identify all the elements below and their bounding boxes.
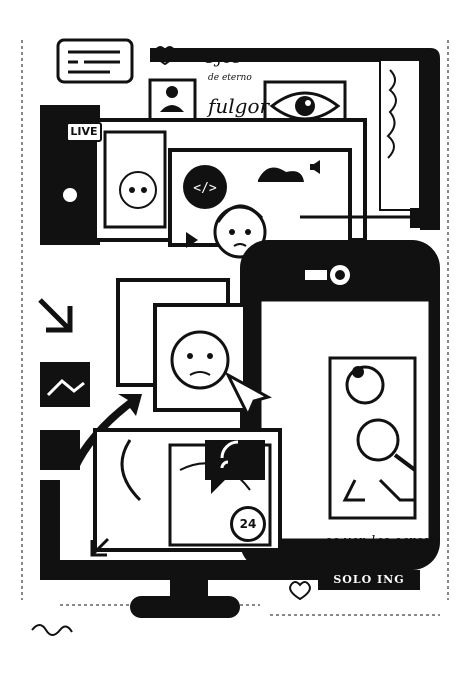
back-screen-frame xyxy=(150,48,440,230)
heart-icon xyxy=(289,581,311,601)
code-window: </> xyxy=(168,148,352,248)
text-fulgor: fulgor xyxy=(208,94,270,118)
doodle-signature xyxy=(31,624,73,636)
text-ojos: Ojos xyxy=(203,48,242,68)
badge-24: 24 xyxy=(230,506,266,542)
cursor-icon xyxy=(224,371,272,419)
svg-text:</>: </> xyxy=(193,181,217,196)
wifi-speech-icon xyxy=(205,440,265,494)
user-video-icon xyxy=(148,78,197,124)
heart-icon xyxy=(154,46,176,66)
desktop-monitor xyxy=(40,480,320,618)
slider xyxy=(300,208,440,228)
frame-lines xyxy=(21,40,449,616)
worried-face xyxy=(213,204,267,259)
live-badge: LIVE xyxy=(66,122,102,142)
text-de-eterno: de eterno xyxy=(208,73,252,83)
comic-faces xyxy=(116,278,272,419)
solo-banner: SOLO ING xyxy=(318,570,420,590)
text-se-ven-las-caras: se ven las caras xyxy=(325,534,430,549)
phone xyxy=(240,240,440,570)
chat-bubble-icon xyxy=(56,38,134,84)
arrow-icon xyxy=(38,298,142,470)
